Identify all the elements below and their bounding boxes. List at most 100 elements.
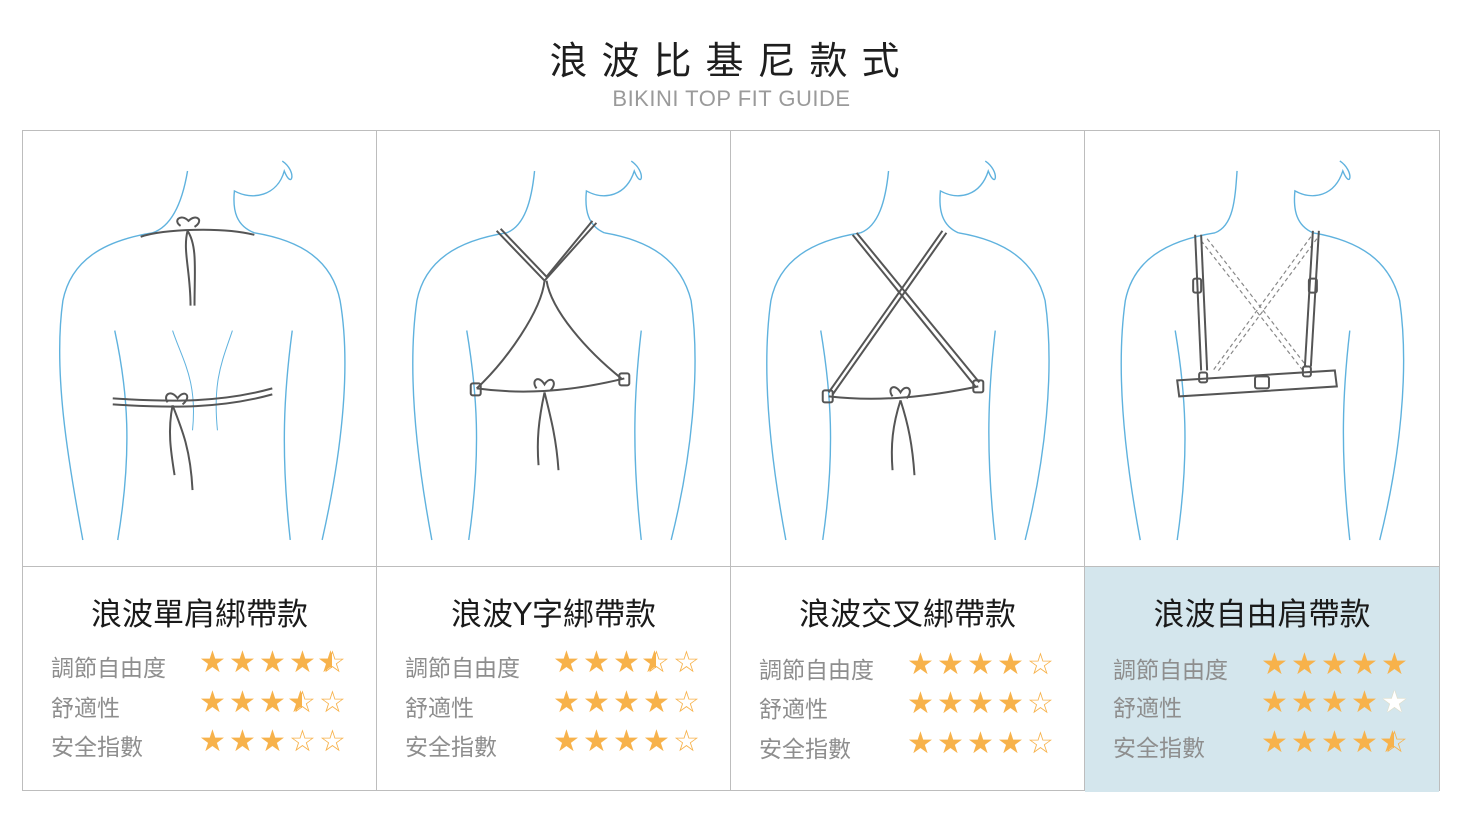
star-full-icon: ★ <box>1381 647 1408 682</box>
star-half-icon: ☆★ <box>641 645 670 680</box>
star-full-icon: ★ <box>229 724 256 759</box>
style-info-y-back: 浪波Y字綁帶款 調節自由度 ★★★☆★☆ 舒適性 ★★★★☆ 安全指數 ★★★★… <box>377 567 730 792</box>
star-full-icon: ★ <box>1261 685 1288 720</box>
rating-row: 舒適性 ★★★★☆ <box>405 685 705 722</box>
back-illustration-convertible <box>1085 131 1439 567</box>
star-full-icon: ★ <box>937 686 964 721</box>
star-half-icon: ☆★ <box>287 685 316 720</box>
rating-label: 舒適性 <box>405 696 474 722</box>
page-title: 浪波比基尼款式 <box>549 39 914 83</box>
star-full-icon: ★ <box>289 645 316 680</box>
star-empty-icon: ☆ <box>1027 686 1054 721</box>
style-info-cross-back: 浪波交叉綁帶款 調節自由度 ★★★★☆ 舒適性 ★★★★☆ 安全指數 ★★★★☆ <box>731 567 1084 792</box>
style-info-convertible: 浪波自由肩帶款 調節自由度 ★★★★★ 舒適性 ★★★★★ 安全指數 ★★★★☆… <box>1085 567 1439 792</box>
rating-row: 安全指數 ★★★★☆ <box>759 726 1059 763</box>
star-empty-icon: ☆ <box>1027 647 1054 682</box>
star-rating: ★★★☆☆ <box>197 724 347 759</box>
rating-label: 舒適性 <box>1113 696 1182 722</box>
star-full-icon: ★ <box>229 685 256 720</box>
star-full-icon: ★ <box>1291 725 1318 760</box>
rating-row: 調節自由度 ★★★★☆★ <box>51 645 351 682</box>
rating-row: 調節自由度 ★★★★☆ <box>759 647 1059 684</box>
star-rating: ★★★★☆★ <box>197 645 347 680</box>
rating-label: 調節自由度 <box>759 658 874 684</box>
cross-back-illustration <box>766 160 1050 541</box>
rating-row: 安全指數 ★★★★☆ <box>405 724 705 761</box>
star-full-icon: ★ <box>997 647 1024 682</box>
style-card-halter: 浪波單肩綁帶款 調節自由度 ★★★★☆★ 舒適性 ★★★☆★☆ 安全指數 ★★★… <box>23 131 377 790</box>
star-full-icon: ★ <box>199 645 226 680</box>
star-rating: ★★★★☆ <box>905 686 1055 721</box>
rating-row: 安全指數 ★★★★☆★ <box>1113 725 1413 762</box>
star-full-icon: ★ <box>553 724 580 759</box>
rating-label: 安全指數 <box>1113 736 1205 762</box>
convertible-illustration <box>1120 160 1405 541</box>
star-rating: ★★★★☆ <box>905 726 1055 761</box>
rating-row: 舒適性 ★★★☆★☆ <box>51 685 351 722</box>
star-empty-icon: ☆ <box>673 724 700 759</box>
rating-label: 安全指數 <box>759 737 851 763</box>
star-full-icon: ★ <box>583 685 610 720</box>
star-empty-icon: ☆ <box>319 724 346 759</box>
star-full-icon: ★ <box>553 685 580 720</box>
star-full-icon: ★ <box>1321 725 1348 760</box>
style-name: 浪波交叉綁帶款 <box>799 597 1016 633</box>
rating-label: 調節自由度 <box>1113 658 1228 684</box>
y-back-illustration <box>412 160 696 541</box>
star-full-icon: ★ <box>613 724 640 759</box>
star-rating: ★★★☆★☆ <box>551 645 701 680</box>
star-full-icon: ★ <box>1321 685 1348 720</box>
star-full-icon: ★ <box>1261 725 1288 760</box>
star-full-icon: ★ <box>643 685 670 720</box>
rating-row: 安全指數 ★★★☆☆ <box>51 724 351 761</box>
star-empty-icon: ★ <box>1381 685 1408 720</box>
star-full-icon: ★ <box>643 724 670 759</box>
rating-label: 安全指數 <box>405 735 497 761</box>
star-full-icon: ★ <box>967 726 994 761</box>
star-full-icon: ★ <box>1351 725 1378 760</box>
rating-label: 調節自由度 <box>51 656 166 682</box>
star-full-icon: ★ <box>1351 647 1378 682</box>
rating-row: 調節自由度 ★★★★★ <box>1113 647 1413 684</box>
rating-row: 舒適性 ★★★★☆ <box>759 686 1059 723</box>
star-empty-icon: ☆ <box>319 685 346 720</box>
star-full-icon: ★ <box>229 645 256 680</box>
rating-label: 舒適性 <box>51 696 120 722</box>
star-full-icon: ★ <box>1291 685 1318 720</box>
star-half-icon: ☆★ <box>317 645 346 680</box>
page-subtitle: BIKINI TOP FIT GUIDE <box>612 86 851 111</box>
star-full-icon: ★ <box>937 647 964 682</box>
back-illustration-y-back <box>377 131 730 567</box>
star-rating: ★★★☆★☆ <box>197 685 347 720</box>
style-card-cross-back: 浪波交叉綁帶款 調節自由度 ★★★★☆ 舒適性 ★★★★☆ 安全指數 ★★★★☆ <box>731 131 1085 790</box>
star-full-icon: ★ <box>997 726 1024 761</box>
star-full-icon: ★ <box>613 645 640 680</box>
style-info-halter: 浪波單肩綁帶款 調節自由度 ★★★★☆★ 舒適性 ★★★☆★☆ 安全指數 ★★★… <box>23 567 376 792</box>
star-full-icon: ★ <box>259 685 286 720</box>
star-empty-icon: ☆ <box>1027 726 1054 761</box>
star-full-icon: ★ <box>553 645 580 680</box>
star-full-icon: ★ <box>937 726 964 761</box>
star-full-icon: ★ <box>1321 647 1348 682</box>
style-name: 浪波自由肩帶款 <box>1153 597 1371 633</box>
star-full-icon: ★ <box>907 726 934 761</box>
style-name: 浪波Y字綁帶款 <box>451 597 656 633</box>
rating-row: 舒適性 ★★★★★ <box>1113 685 1413 722</box>
star-rating: ★★★★☆ <box>551 724 701 759</box>
back-illustration-halter <box>23 131 376 567</box>
rating-label: 安全指數 <box>51 735 143 761</box>
back-illustration-cross-back <box>731 131 1084 567</box>
star-full-icon: ★ <box>967 686 994 721</box>
style-card-convertible: 浪波自由肩帶款 調節自由度 ★★★★★ 舒適性 ★★★★★ 安全指數 ★★★★☆… <box>1085 131 1439 792</box>
star-full-icon: ★ <box>907 647 934 682</box>
star-full-icon: ★ <box>907 686 934 721</box>
star-half-icon: ☆★ <box>1379 725 1408 760</box>
star-empty-icon: ☆ <box>673 685 700 720</box>
star-full-icon: ★ <box>199 685 226 720</box>
star-full-icon: ★ <box>259 724 286 759</box>
halter-illustration <box>58 160 346 541</box>
style-name: 浪波單肩綁帶款 <box>91 597 308 633</box>
star-rating: ★★★★☆ <box>551 685 701 720</box>
star-full-icon: ★ <box>583 724 610 759</box>
star-full-icon: ★ <box>199 724 226 759</box>
